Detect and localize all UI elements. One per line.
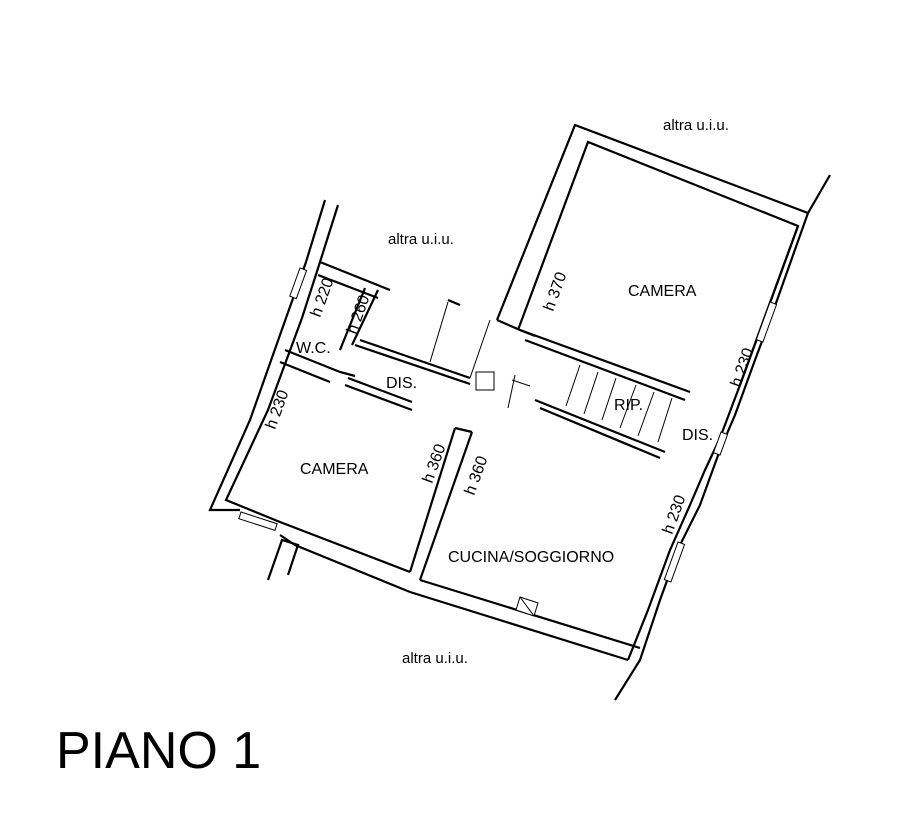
neighbor-label-top-right: altra u.i.u. xyxy=(663,117,729,134)
wall-bottom-outer xyxy=(279,534,629,662)
wall-corridor-top2 xyxy=(359,338,471,380)
chimney-diag xyxy=(519,596,535,617)
wall-stairs-top xyxy=(519,328,691,394)
window-bottom-left xyxy=(238,511,278,532)
wall-camera-top-outer xyxy=(495,123,831,321)
wall-wc-top-inner xyxy=(317,273,379,300)
floor-title: PIANO 1 xyxy=(56,722,261,780)
height-label-wc-right: h 260 xyxy=(344,293,374,337)
wall-corridor-top xyxy=(354,343,471,386)
neighbor-label-top-middle: altra u.i.u. xyxy=(388,231,454,248)
neighbor-label-bottom: altra u.i.u. xyxy=(402,650,468,667)
wall-wc-bottom xyxy=(284,348,356,378)
door-entry-line xyxy=(429,301,449,363)
wall-h360-left2 xyxy=(418,431,474,581)
window-right-lower xyxy=(663,541,686,583)
height-label-camera-top: h 370 xyxy=(541,270,571,314)
room-label-camera-left: CAMERA xyxy=(300,461,369,478)
wall-h360-cap xyxy=(454,426,473,434)
room-label-dis-small: DIS. xyxy=(682,427,713,444)
window-left-upper xyxy=(289,267,308,300)
stair-line-1 xyxy=(565,364,581,407)
height-label-wall-right-360: h 360 xyxy=(462,454,492,498)
height-label-wall-left-360: h 360 xyxy=(420,442,450,486)
column-square xyxy=(475,371,495,391)
perimeter-walls xyxy=(208,123,831,701)
wall-wc-bottom2 xyxy=(279,360,331,384)
room-label-wc: W.C. xyxy=(296,340,331,357)
wall-bottom-left-stub xyxy=(266,538,300,581)
room-label-camera-top: CAMERA xyxy=(628,283,697,300)
stair-line-6 xyxy=(657,397,673,443)
wall-corridor-stub2 xyxy=(347,376,413,404)
room-label-rip: RIP. xyxy=(614,397,643,414)
wall-entry-left xyxy=(447,298,461,307)
stair-line-3 xyxy=(601,377,617,421)
door-entry-line2 xyxy=(469,319,491,379)
stair-line-2 xyxy=(583,371,599,415)
room-label-cucina-soggiorno: CUCINA/SOGGIORNO xyxy=(448,549,614,566)
windows xyxy=(238,267,778,583)
wall-wc-right xyxy=(351,289,379,346)
wall-wc-right2 xyxy=(338,287,367,351)
wall-stairs-top2 xyxy=(524,338,686,402)
stair-line-5 xyxy=(637,391,655,437)
window-right-upper xyxy=(755,301,778,343)
window-right-mid xyxy=(712,431,729,456)
wall-wc-top xyxy=(319,260,391,292)
wall-camera-top-inner xyxy=(516,140,800,386)
wall-corridor-stub xyxy=(344,383,413,412)
height-label-wc-left: h 220 xyxy=(308,276,338,320)
wall-right-interior xyxy=(626,225,800,661)
stair-line-4 xyxy=(619,384,637,429)
room-label-dis-main: DIS. xyxy=(386,375,417,392)
wall-left-outer xyxy=(208,199,327,512)
arrow-line xyxy=(507,374,516,409)
wall-h360-left xyxy=(408,427,457,573)
wall-stairs-bottom xyxy=(534,398,666,454)
arrow-line2 xyxy=(511,379,531,387)
details xyxy=(429,301,673,617)
wall-stairs-bottom2 xyxy=(539,406,661,460)
